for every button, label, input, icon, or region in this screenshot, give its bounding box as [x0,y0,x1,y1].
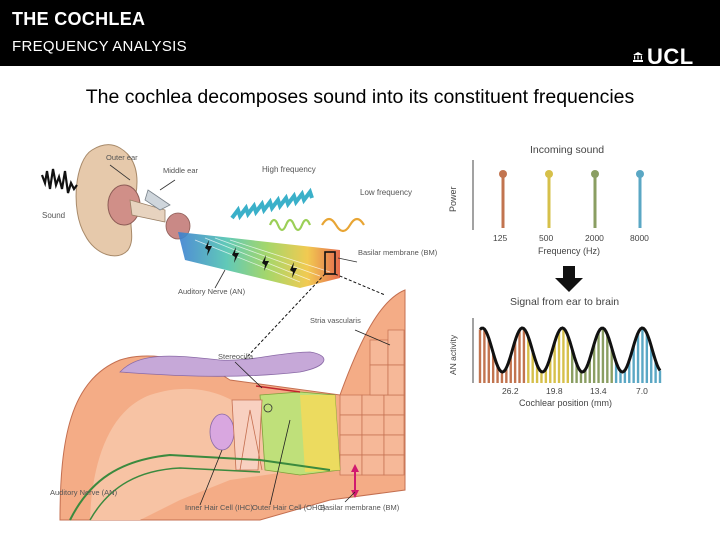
label-basilar-membrane: Basilar membrane (BM) [320,503,400,512]
label-low-frequency: Low frequency [360,188,412,197]
label-auditory-nerve-bottom: Auditory Nerve (AN) [50,488,118,497]
cochlear-position-tick-label: 26.2 [502,386,519,396]
mid-frequency-wave [268,218,312,232]
signal-panel: Signal from ear to brain AN activity 26.… [448,296,662,408]
label-stria-vascularis: Stria vascularis [310,316,361,325]
cochlear-position-tick-label: 7.0 [636,386,648,396]
incoming-sound-panel: Incoming sound Power 125 500 2000 8000 Freq… [448,144,649,256]
label-outer-hair-cell: Outer Hair Cell (OHC) [252,503,326,512]
ossicles-shape [144,189,171,211]
frequency-tick-label: 8000 [630,233,649,243]
down-arrow-icon [555,266,583,292]
signal-panel-title: Signal from ear to brain [510,296,619,308]
label-auditory-nerve-top: Auditory Nerve (AN) [178,287,246,296]
an-activity-wave [479,326,662,374]
frequency-tick-label: 2000 [585,233,604,243]
label-sound: Sound [42,211,65,220]
headline: The cochlea decomposes sound into its co… [85,86,635,108]
nerve-fibers [69,453,331,521]
incoming-sound-title: Incoming sound [530,144,604,156]
label-inner-hair-cell: Inner Hair Cell (IHC) [185,503,253,512]
label-basilar-membrane-bm: Basilar membrane (BM) [358,248,438,257]
cochlear-position-axis-label: Cochlear position (mm) [519,398,612,408]
an-activity-axis-label: AN activity [448,334,458,375]
tectorial-membrane [119,351,325,377]
frequency-tick-label: 500 [539,233,553,243]
power-axis-label: Power [448,186,458,212]
slide-subtitle: FREQUENCY ANALYSIS [12,38,187,55]
frequency-axis-label: Frequency (Hz) [538,246,600,256]
sound-waveform [40,168,78,194]
frequency-tick-label: 125 [493,233,507,243]
high-frequency-wave [230,187,314,221]
label-outer-ear: Outer ear [106,153,138,162]
cochlear-position-tick-label: 19.8 [546,386,563,396]
inner-hair-cell [209,413,235,451]
label-middle-ear: Middle ear [163,166,199,175]
cochlea-cross-section [59,289,406,521]
ear-drawing [40,144,386,376]
low-frequency-wave [321,217,365,233]
zoom-box [324,251,336,275]
frequency-stem-head [545,170,553,178]
slide-title: THE COCHLEA [12,9,146,29]
outer-ear-shape [75,144,138,257]
title-bar: THE COCHLEA FREQUENCY ANALYSIS UCL [0,0,720,69]
frequency-stem-head [591,170,599,178]
label-stereocilia: Stereocilia [218,352,254,361]
frequency-stem-head [499,170,507,178]
label-high-frequency: High frequency [262,165,316,174]
frequency-stem-head [636,170,644,178]
ucl-portico-icon [633,52,643,62]
ucl-logo: UCL [647,44,694,69]
cochlear-position-tick-label: 13.4 [590,386,607,396]
